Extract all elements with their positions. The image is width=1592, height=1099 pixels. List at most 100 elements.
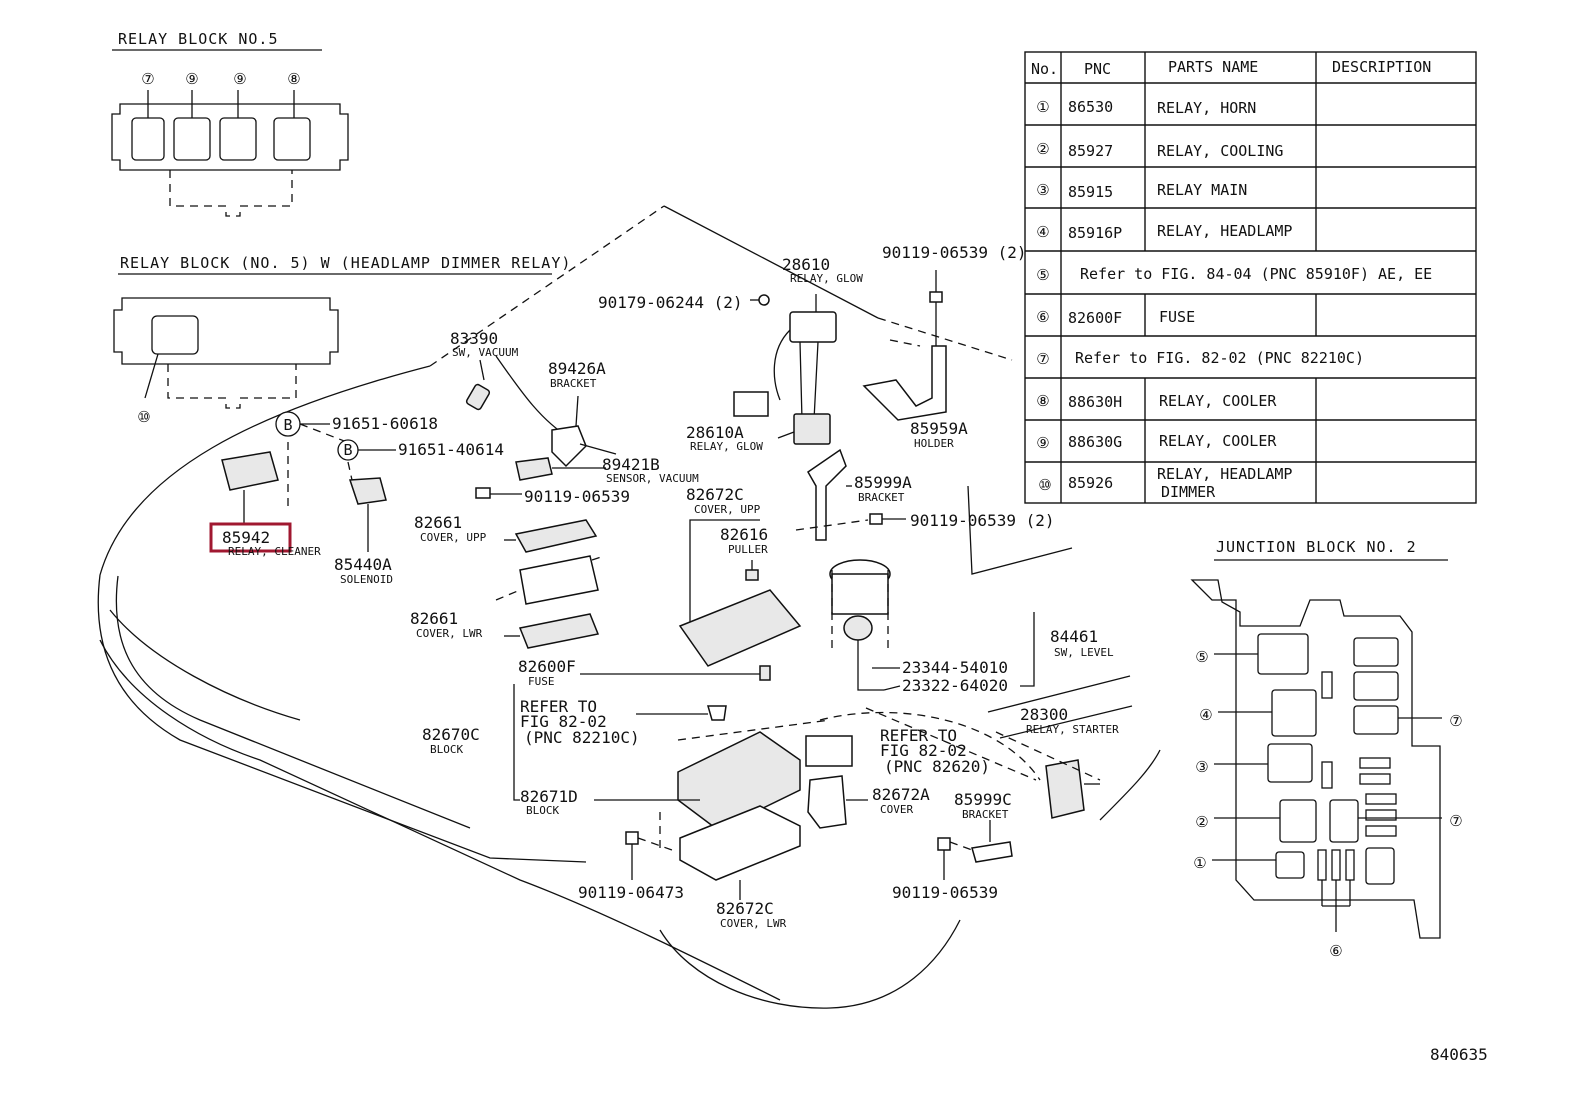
row-number: ⑤ <box>1036 266 1049 284</box>
row-pnc: 88630H <box>1068 393 1122 411</box>
label-85440a: 85440A <box>334 555 392 574</box>
jb-callout: ⑦ <box>1449 712 1462 730</box>
ref1-line3: (PNC 82210C) <box>524 728 640 747</box>
row-name: RELAY, COOLER <box>1159 432 1277 450</box>
label-90119-d: 90119-06473 <box>578 883 684 902</box>
label-85999a: 85999A <box>854 473 912 492</box>
label-90119-c: 90119-06539 <box>524 487 630 506</box>
slot-callout: ⑨ <box>185 70 198 88</box>
slot-callout: ⑧ <box>287 70 300 88</box>
label-90179: 90179-06244 (2) <box>598 293 743 312</box>
row-name: RELAY, HEADLAMP <box>1157 465 1292 483</box>
relay-block-5: RELAY BLOCK NO.5 ⑦ ⑨ ⑨ ⑧ <box>111 30 349 217</box>
table-row: ② 85927 RELAY, COOLING <box>1036 140 1283 160</box>
slot-callout: ⑨ <box>233 70 246 88</box>
row-name: RELAY, HORN <box>1157 99 1256 117</box>
header-pnc: PNC <box>1084 60 1111 78</box>
label-82661-lwr: 82661 <box>410 609 458 628</box>
jb-callout: ② <box>1195 813 1208 831</box>
row-number: ① <box>1036 98 1049 116</box>
slot-callout: ⑦ <box>141 70 154 88</box>
row-pnc: 88630G <box>1068 433 1122 451</box>
label-28610-name: RELAY, GLOW <box>790 272 863 285</box>
row-number: ⑩ <box>1038 476 1051 494</box>
table-row: ⑤ Refer to FIG. 84-04 (PNC 85910F) AE, E… <box>1036 265 1432 284</box>
label-82670c: 82670C <box>422 725 480 744</box>
label-82672c-upp-name: COVER, UPP <box>694 503 761 516</box>
header-no: No. <box>1031 60 1058 78</box>
row-name: RELAY, HEADLAMP <box>1157 222 1292 240</box>
row-pnc: 85926 <box>1068 474 1113 492</box>
label-82600f: 82600F <box>518 657 576 676</box>
label-82671d-name: BLOCK <box>526 804 559 817</box>
label-82661-lwr-name: COVER, LWR <box>416 627 483 640</box>
row-pnc: 86530 <box>1068 98 1113 116</box>
jb-callout: ⑦ <box>1449 812 1462 830</box>
label-23322: 23322-64020 <box>902 676 1008 695</box>
label-82672a-name: COVER <box>880 803 913 816</box>
parts-table: No. PNC PARTS NAME DESCRIPTION ① 86530 R… <box>1024 51 1477 504</box>
row-number: ④ <box>1036 223 1049 241</box>
label-82672a: 82672A <box>872 785 930 804</box>
label-89426a: 89426A <box>548 359 606 378</box>
row-pnc: 85927 <box>1068 142 1113 160</box>
table-row: ⑧ 88630H RELAY, COOLER <box>1036 392 1277 411</box>
row-reference: Refer to FIG. 84-04 (PNC 85910F) AE, EE <box>1080 265 1432 283</box>
relay-block-5-title: RELAY BLOCK NO.5 <box>118 30 279 48</box>
row-reference: Refer to FIG. 82-02 (PNC 82210C) <box>1075 349 1364 367</box>
label-83390: 83390 <box>450 329 498 348</box>
label-85440a-name: SOLENOID <box>340 573 393 586</box>
label-91651-b: 91651-40614 <box>398 440 504 459</box>
label-89421b-name: SENSOR, VACUUM <box>606 472 699 485</box>
label-85942: 85942 <box>222 528 270 547</box>
row-name: RELAY, COOLING <box>1157 142 1283 160</box>
ref2-line3: (PNC 82620) <box>884 757 990 776</box>
header-description: DESCRIPTION <box>1332 58 1431 76</box>
label-23344: 23344-54010 <box>902 658 1008 677</box>
junction-block-2: JUNCTION BLOCK NO. 2 ⑤ ④ ③ ② ① <box>1190 538 1463 960</box>
callout-b: B <box>343 441 352 459</box>
label-28610a-name: RELAY, GLOW <box>690 440 763 453</box>
label-89421b: 89421B <box>602 455 660 474</box>
label-28610a: 28610A <box>686 423 744 442</box>
relay-block-5w: RELAY BLOCK (NO. 5) W (HEADLAMP DIMMER R… <box>113 254 570 426</box>
label-90119-e: 90119-06539 <box>892 883 998 902</box>
row-number: ③ <box>1036 181 1049 199</box>
table-row: ④ 85916P RELAY, HEADLAMP <box>1036 222 1292 242</box>
label-85942-name: RELAY, CLEANER <box>228 545 321 558</box>
jb-callout: ⑥ <box>1329 942 1342 960</box>
label-85959a-name: HOLDER <box>914 437 954 450</box>
vehicle-body-outline <box>97 205 1161 1009</box>
row-number: ⑥ <box>1036 308 1049 326</box>
table-row: ⑨ 88630G RELAY, COOLER <box>1036 432 1277 452</box>
label-85999c-name: BRACKET <box>962 808 1009 821</box>
figure-number: 840635 <box>1430 1045 1488 1064</box>
highlight-box <box>209 522 292 553</box>
header-parts-name: PARTS NAME <box>1168 58 1258 76</box>
row-name: RELAY, COOLER <box>1159 392 1277 410</box>
label-84461: 84461 <box>1050 627 1098 646</box>
row-pnc: 85915 <box>1068 183 1113 201</box>
table-row: ③ 85915 RELAY MAIN <box>1036 181 1247 201</box>
table-row: ⑩ 85926 RELAY, HEADLAMP DIMMER <box>1038 465 1292 501</box>
row-number: ② <box>1036 140 1049 158</box>
label-82616: 82616 <box>720 525 768 544</box>
row-number: ⑦ <box>1036 350 1049 368</box>
table-row: ⑦ Refer to FIG. 82-02 (PNC 82210C) <box>1036 349 1364 368</box>
label-82616-name: PULLER <box>728 543 768 556</box>
row-number: ⑧ <box>1036 392 1049 410</box>
label-28300: 28300 <box>1020 705 1068 724</box>
label-28300-name: RELAY, STARTER <box>1026 723 1119 736</box>
jb-callout: ① <box>1193 854 1206 872</box>
label-83390-name: SW, VACUUM <box>452 346 519 359</box>
table-row: ⑥ 82600F FUSE <box>1036 308 1195 327</box>
row-name-line2: DIMMER <box>1161 483 1216 501</box>
table-row: ① 86530 RELAY, HORN <box>1036 98 1256 117</box>
jb-callout: ⑤ <box>1195 648 1208 666</box>
callout-b: B <box>283 416 292 434</box>
row-pnc: 85916P <box>1068 224 1122 242</box>
label-84461-name: SW, LEVEL <box>1054 646 1114 659</box>
row-name: RELAY MAIN <box>1157 181 1247 199</box>
junction-block-2-title: JUNCTION BLOCK NO. 2 <box>1216 538 1417 556</box>
